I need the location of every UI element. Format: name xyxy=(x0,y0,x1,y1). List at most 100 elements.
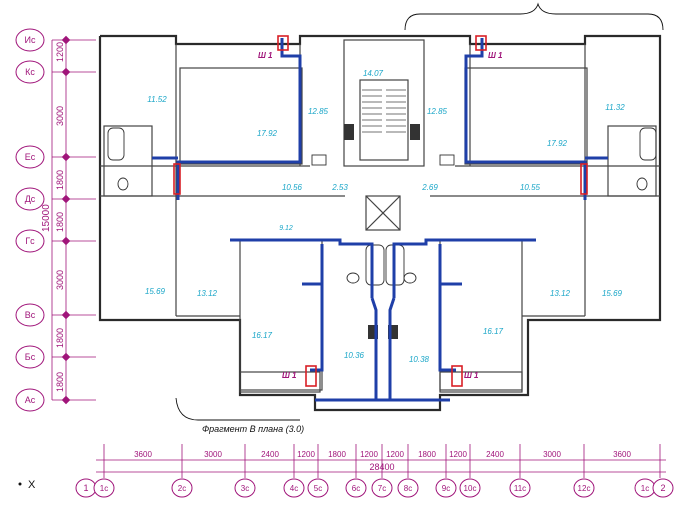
room-area: 17.92 xyxy=(257,129,278,138)
svg-text:1с: 1с xyxy=(100,484,108,493)
room-area: 13.12 xyxy=(197,289,218,298)
room-area: 17.92 xyxy=(547,139,568,148)
room-area: 2.53 xyxy=(331,183,348,192)
room-area: 2.69 xyxy=(421,183,438,192)
svg-text:Кс: Кс xyxy=(25,67,35,77)
axis-bubble-left: Ес xyxy=(15,145,45,169)
svg-text:4с: 4с xyxy=(290,484,298,493)
svg-text:Дс: Дс xyxy=(25,194,36,204)
svg-text:9с: 9с xyxy=(442,484,450,493)
svg-text:12с: 12с xyxy=(578,484,591,493)
axis-bubble-bottom: 1с xyxy=(634,478,656,498)
bottom-dimension-chain: 3600 3000 2400 1200 1800 1200 1200 1800 … xyxy=(96,444,666,478)
svg-text:Ес: Ес xyxy=(25,152,36,162)
dim-bottom: 3000 xyxy=(204,450,222,459)
svg-text:10с: 10с xyxy=(464,484,477,493)
axis-bubble-left: Гс xyxy=(15,229,45,253)
dim-bottom-total: 28400 xyxy=(369,462,394,472)
axis-bubble-bottom: 3с xyxy=(234,478,256,498)
svg-text:Ис: Ис xyxy=(25,35,36,45)
riser-tag: Ш 1 xyxy=(464,371,479,380)
dim-left-4: 1800 xyxy=(55,212,65,232)
dim-left-6: 1800 xyxy=(55,328,65,348)
room-area: 10.38 xyxy=(409,355,430,364)
dim-left-3: 1800 xyxy=(55,170,65,190)
dim-left-1: 1200 xyxy=(55,42,65,62)
axis-bubble-bottom: 12с xyxy=(573,478,595,498)
svg-text:2с: 2с xyxy=(178,484,186,493)
axis-bubble-bottom: 5с xyxy=(307,478,329,498)
room-area: 15.69 xyxy=(145,287,166,296)
axis-bubble-bottom: 1с xyxy=(93,478,115,498)
riser-tag: Ш 1 xyxy=(488,51,503,60)
room-area: 16.17 xyxy=(483,327,504,336)
axis-bubble-bottom: 4с xyxy=(283,478,305,498)
riser-pipes xyxy=(173,35,588,387)
dim-bottom: 2400 xyxy=(486,450,504,459)
axis-bubble-bottom: 9с xyxy=(435,478,457,498)
dim-bottom: 1200 xyxy=(386,450,404,459)
room-area: 12.85 xyxy=(427,107,448,116)
water-supply-pipes xyxy=(152,38,608,402)
room-area: 10.55 xyxy=(520,183,541,192)
room-area: 9.12 xyxy=(279,225,293,232)
room-area: 11.32 xyxy=(605,103,625,112)
svg-text:Ас: Ас xyxy=(25,395,36,405)
dim-bottom: 1200 xyxy=(297,450,315,459)
axis-bubble-left: Вс xyxy=(15,303,45,327)
bottom-axis-bubbles: 1 1с 2с 3с 4с 5с 6с 7с 8с 9с 10с 11с 12с… xyxy=(75,478,674,498)
axis-bubble-bottom: 1 xyxy=(75,478,97,498)
axis-bubble-bottom: 6с xyxy=(345,478,367,498)
room-area: 12.85 xyxy=(308,107,329,116)
room-area: 10.36 xyxy=(344,351,365,360)
svg-text:Бс: Бс xyxy=(25,352,36,362)
axis-bubble-left: Ас xyxy=(15,388,45,412)
axis-bubble-bottom: 2 xyxy=(652,478,674,498)
svg-text:Вс: Вс xyxy=(25,310,36,320)
dim-bottom: 1200 xyxy=(360,450,378,459)
dim-left-2: 3000 xyxy=(55,106,65,126)
svg-text:3с: 3с xyxy=(241,484,249,493)
fragment-caption: Фрагмент В плана (3.0) xyxy=(202,424,304,434)
room-area: 13.12 xyxy=(550,289,571,298)
dim-bottom: 3600 xyxy=(613,450,631,459)
dim-bottom: 3600 xyxy=(134,450,152,459)
svg-text:Гс: Гс xyxy=(25,236,35,246)
left-axis-bubbles: Ис Кс Ес Дс Гс Вс Бс Ас xyxy=(15,28,45,412)
riser-tag: Ш 1 xyxy=(258,51,273,60)
room-area: 14.07 xyxy=(363,69,384,78)
svg-text:7с: 7с xyxy=(378,484,386,493)
room-area-labels: 14.07 10.56 10.55 11.52 17.92 12.85 12.8… xyxy=(145,69,625,364)
dim-bottom: 2400 xyxy=(261,450,279,459)
origin-dot xyxy=(18,482,22,486)
riser-tag: Ш 1 xyxy=(282,371,297,380)
dim-left-total: 15000 xyxy=(41,204,52,232)
axis-bubble-bottom: 2с xyxy=(171,478,193,498)
axis-bubble-left: Ис xyxy=(15,28,45,52)
room-area: 15.69 xyxy=(602,289,623,298)
svg-text:5с: 5с xyxy=(314,484,322,493)
axis-bubble-left: Бс xyxy=(15,345,45,369)
dim-bottom: 1800 xyxy=(328,450,346,459)
svg-text:1с: 1с xyxy=(641,484,649,493)
axis-bubble-bottom: 10с xyxy=(459,478,481,498)
riser-tags: Ш 1 Ш 1 Ш 1 Ш 1 xyxy=(258,51,503,380)
stair-treads xyxy=(362,89,406,133)
axis-bubble-bottom: 7с xyxy=(371,478,393,498)
svg-text:11с: 11с xyxy=(514,484,526,493)
svg-text:6с: 6с xyxy=(352,484,360,493)
dim-bottom: 1200 xyxy=(449,450,467,459)
axis-bubble-bottom: 11с xyxy=(509,478,531,498)
axis-bubble-left: Дс xyxy=(15,187,45,211)
corner-axis-label: Х xyxy=(28,479,36,491)
fragment-brace-bottom xyxy=(175,397,300,421)
axis-bubble-left: Кс xyxy=(15,60,45,84)
dim-bottom: 1800 xyxy=(418,450,436,459)
svg-text:2: 2 xyxy=(660,483,665,493)
room-area: 10.56 xyxy=(282,183,303,192)
svg-text:1: 1 xyxy=(83,483,88,493)
fragment-brace-top xyxy=(404,2,664,31)
left-dimension-chain: 1200 3000 1800 1800 3000 1800 1800 15000 xyxy=(41,35,96,405)
